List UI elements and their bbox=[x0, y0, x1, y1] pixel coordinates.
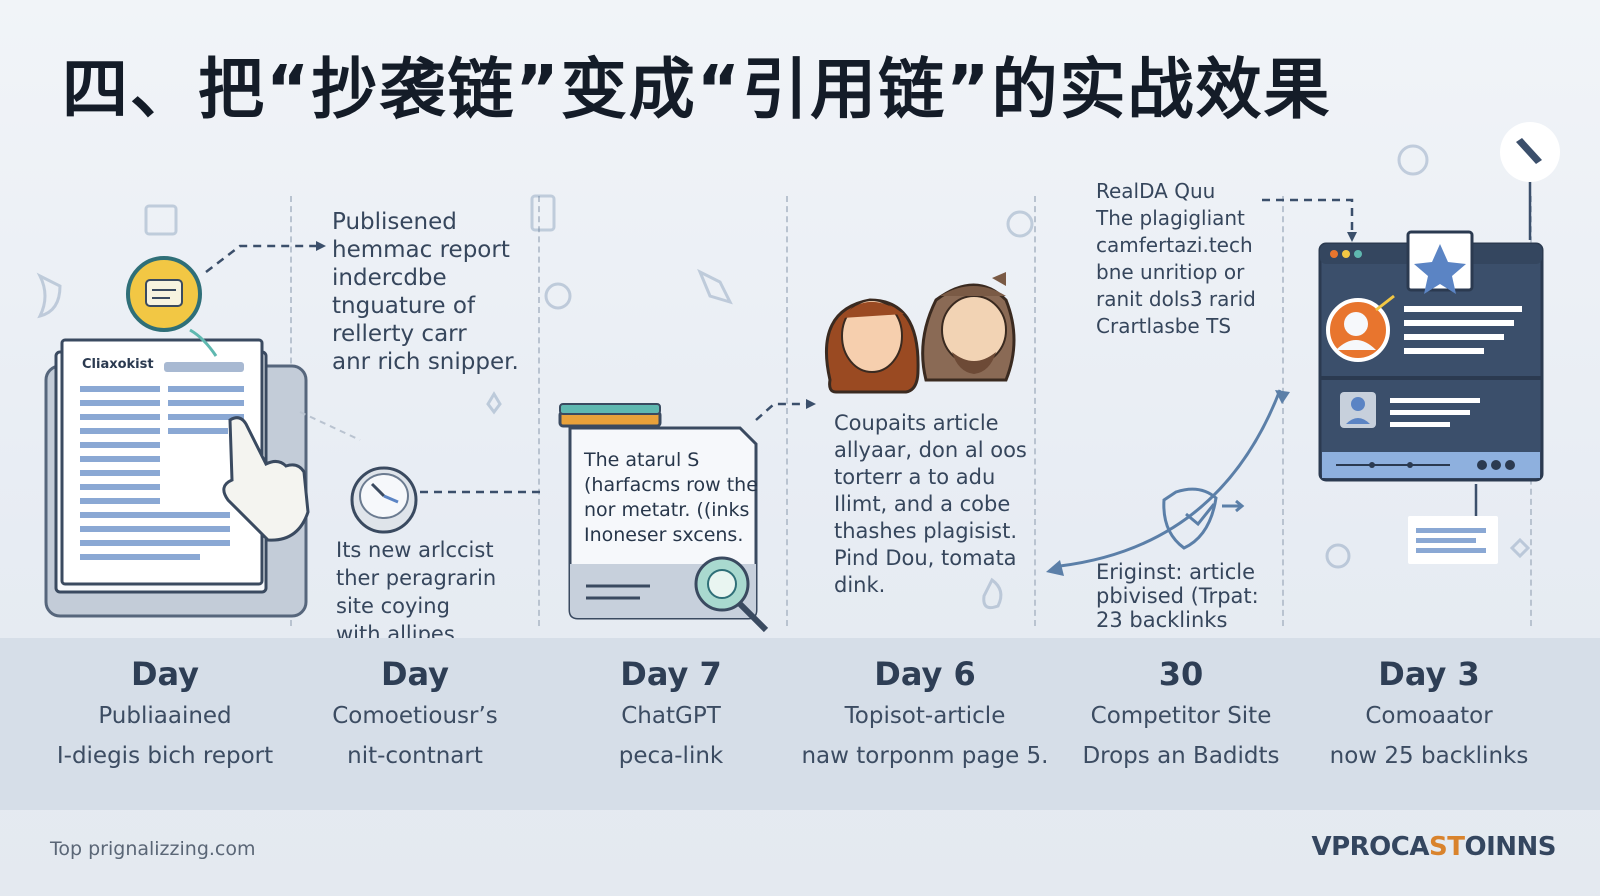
timeline-step: 30 Competitor Site Drops an Badidts bbox=[1056, 652, 1306, 776]
brand-part-accent: ST bbox=[1429, 832, 1465, 862]
pointing-hand-icon bbox=[222, 416, 310, 542]
timeline-step: Day Publiaained I-diegis bich report bbox=[40, 652, 290, 776]
step-line-1: Competitor Site bbox=[1090, 703, 1272, 729]
page-title: 四、把“抄袭链”变成“引用链”的实战效果 bbox=[62, 51, 1332, 128]
book-icon bbox=[530, 194, 556, 232]
shield-illustration bbox=[1162, 487, 1245, 550]
step-line-1: Comoaator bbox=[1365, 703, 1493, 729]
step-line-1: Comoetiousr’s bbox=[332, 703, 498, 729]
timeline-band bbox=[0, 638, 1600, 810]
hand-icon bbox=[36, 272, 62, 319]
panel-5-text: RealDA Quu The plagigliant camfertazi.te… bbox=[1096, 179, 1256, 338]
panel-2-text: Its new arlccist ther peragrarin site co… bbox=[336, 538, 497, 646]
browser-window-illustration bbox=[1318, 230, 1544, 482]
step-day: Day bbox=[130, 655, 200, 693]
timeline-step: Day Comoetiousr’s nit-contnart bbox=[290, 652, 540, 776]
step-day: Day 7 bbox=[620, 655, 722, 693]
panel-4-text: Coupaits article allyaar, don al oos tor… bbox=[834, 411, 1027, 597]
step-line-1: ChatGPT bbox=[621, 703, 721, 729]
panel-1-text: Publisened hemmac report indercdbe tngua… bbox=[332, 209, 519, 375]
user-icon bbox=[544, 282, 572, 310]
timeline-step: Day 3 Comoaator now 25 backlinks bbox=[1304, 652, 1554, 776]
step-day: Day 3 bbox=[1378, 655, 1480, 693]
step-line-2: nit-contnart bbox=[347, 743, 483, 769]
brand-part: OINNS bbox=[1464, 832, 1556, 862]
people-illustration bbox=[825, 272, 1016, 394]
clock-icon bbox=[1325, 543, 1351, 569]
step-line-1: Topisot-article bbox=[844, 703, 1006, 729]
step-line-2: now 25 backlinks bbox=[1329, 743, 1529, 769]
step-line-1: Publiaained bbox=[98, 703, 232, 729]
brand-logo: VPROCASTOINNS bbox=[1311, 832, 1556, 862]
section-divider bbox=[1034, 196, 1036, 626]
leaf-icon bbox=[982, 577, 1003, 610]
step-day: Day 6 bbox=[874, 655, 976, 693]
panel-6-text: Eriginst: article pbivised (Trpat: 23 ba… bbox=[1096, 560, 1259, 632]
gear-icon bbox=[1006, 210, 1034, 238]
section-divider bbox=[538, 196, 540, 626]
gear-icon bbox=[1397, 144, 1429, 176]
step-day: Day bbox=[380, 655, 450, 693]
step-day: 30 bbox=[1158, 655, 1204, 693]
footer-source: Top prignalizzing.com bbox=[50, 838, 256, 860]
step-line-2: naw torponm page 5. bbox=[801, 743, 1049, 769]
document-illustration bbox=[44, 256, 310, 618]
star-icon bbox=[486, 391, 502, 415]
step-line-2: Drops an Badidts bbox=[1082, 743, 1280, 769]
note-card-illustration bbox=[558, 403, 769, 633]
document-label: Cliaxokist bbox=[82, 357, 154, 372]
section-divider bbox=[786, 196, 788, 626]
step-line-2: peca-link bbox=[618, 743, 724, 769]
brand-part: VPROCA bbox=[1311, 832, 1429, 862]
star-icon bbox=[1509, 537, 1531, 559]
panel-3-text: The atarul S (harfacms row the nor metat… bbox=[584, 449, 758, 546]
step-line-2: I-diegis bich report bbox=[56, 743, 274, 769]
timeline-step: Day 6 Topisot-article naw torponm page 5… bbox=[800, 652, 1050, 776]
clock-illustration bbox=[350, 466, 418, 534]
book-icon bbox=[144, 204, 178, 236]
timeline-step: Day 7 ChatGPT peca-link bbox=[546, 652, 796, 776]
section-divider bbox=[1282, 196, 1284, 626]
bird-icon bbox=[697, 268, 733, 305]
